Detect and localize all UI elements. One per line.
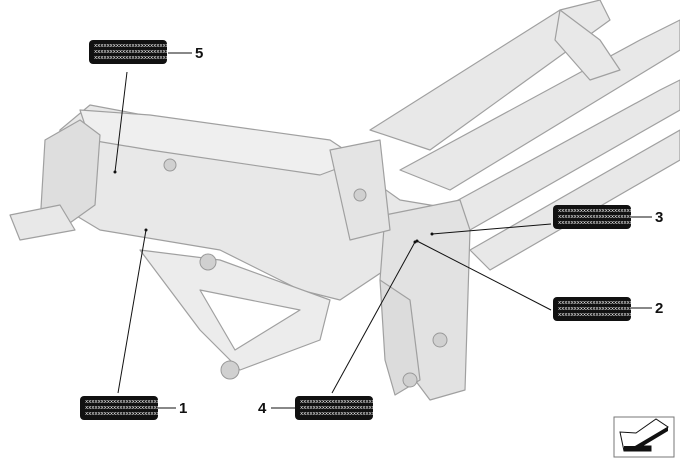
direction-arrow-icon xyxy=(613,416,675,458)
leader-line-2 xyxy=(416,240,552,311)
callout-number-4: 4 xyxy=(258,400,267,417)
rear-subframe xyxy=(369,0,611,151)
leader-line-1 xyxy=(117,229,147,394)
leader-line-4 xyxy=(331,241,416,394)
callout-number-1: 1 xyxy=(179,400,188,417)
leader-line-3 xyxy=(431,223,552,235)
leader-line-5 xyxy=(114,71,128,173)
callout-number-5: 5 xyxy=(195,45,204,62)
callout-number-2: 2 xyxy=(655,300,664,317)
callout-number-3: 3 xyxy=(655,209,664,226)
